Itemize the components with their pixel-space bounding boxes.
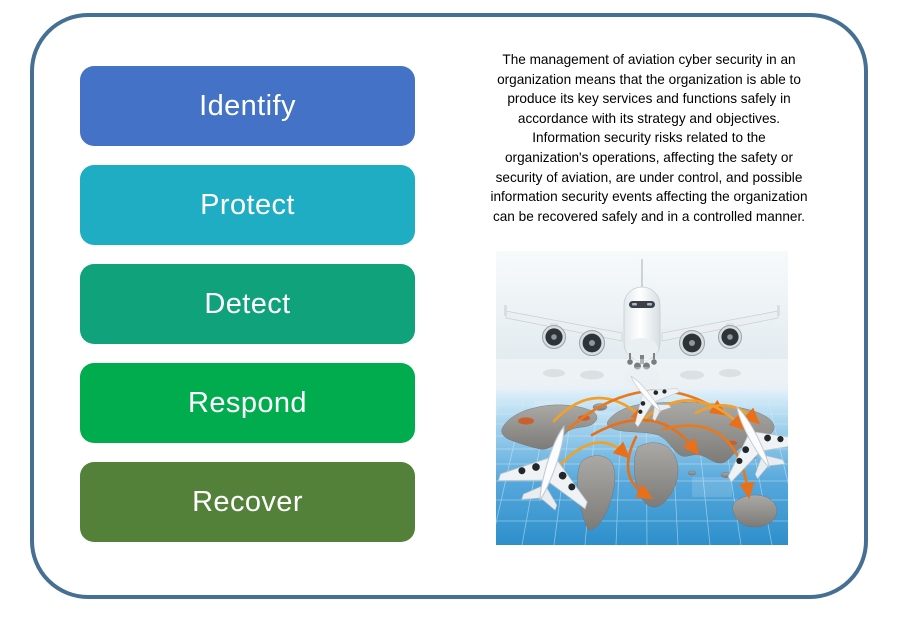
step-detect[interactable]: Detect	[80, 264, 415, 344]
description-text: The management of aviation cyber securit…	[490, 52, 808, 224]
airplane-reflection	[543, 367, 741, 391]
slide-border	[30, 13, 868, 599]
step-detect-label: Detect	[204, 287, 291, 320]
step-respond[interactable]: Respond	[80, 363, 415, 443]
step-identify-label: Identify	[199, 89, 296, 122]
step-identify[interactable]: Identify	[80, 66, 415, 146]
step-recover[interactable]: Recover	[80, 462, 415, 542]
step-protect-label: Protect	[200, 188, 295, 221]
step-protect[interactable]: Protect	[80, 165, 415, 245]
step-recover-label: Recover	[192, 485, 303, 518]
step-respond-label: Respond	[188, 386, 307, 419]
process-steps-list: Identify Protect Detect Respond Recover	[80, 66, 415, 542]
aviation-illustration	[496, 251, 788, 545]
